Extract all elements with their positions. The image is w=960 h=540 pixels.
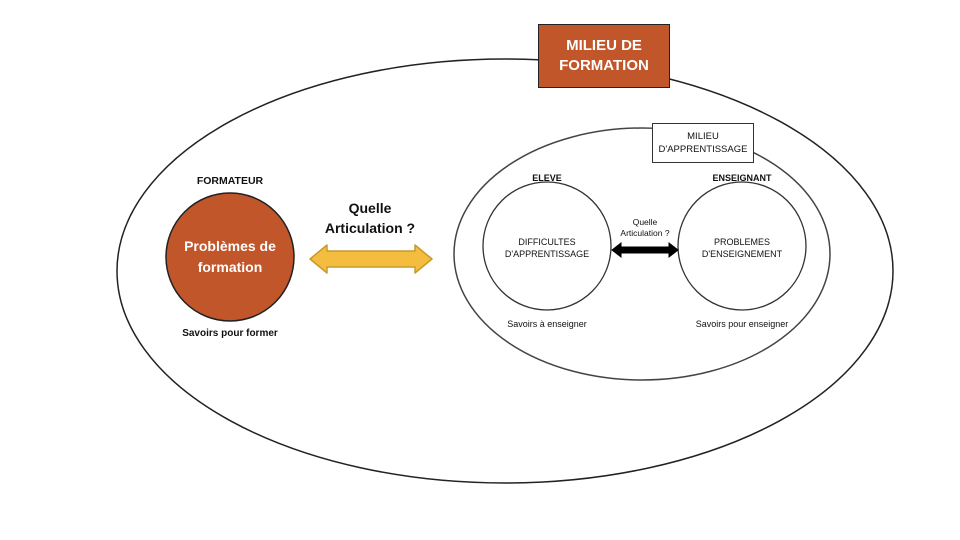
milieu-apprentissage-box: MILIEU D'APPRENTISSAGE [652,123,754,163]
enseignant-circle [677,181,807,311]
eleve-circle [482,181,612,311]
enseignant-title: ENSEIGNANT [712,173,772,183]
inner-double-arrow [611,241,679,259]
milieu-formation-box: MILIEU DE FORMATION [538,24,670,88]
eleve-caption: Savoirs à enseigner [507,319,587,329]
central-double-arrow [309,244,433,274]
formateur-caption: Savoirs pour former [182,328,278,339]
formateur-circle [165,192,295,322]
formateur-circle-text: Problèmes de formation [184,238,276,275]
eleve-title: ELEVE [532,173,562,183]
eleve-circle-text: DIFFICULTES D'APPRENTISSAGE [504,237,590,259]
central-arrow-label: Quelle Articulation ? [324,200,416,236]
enseignant-circle-text: PROBLEMES D'ENSEIGNEMENT [701,237,783,259]
enseignant-caption: Savoirs pour enseigner [695,319,789,329]
formateur-title: FORMATEUR [196,175,264,187]
inner-arrow-label: Quelle Articulation ? [620,217,670,238]
